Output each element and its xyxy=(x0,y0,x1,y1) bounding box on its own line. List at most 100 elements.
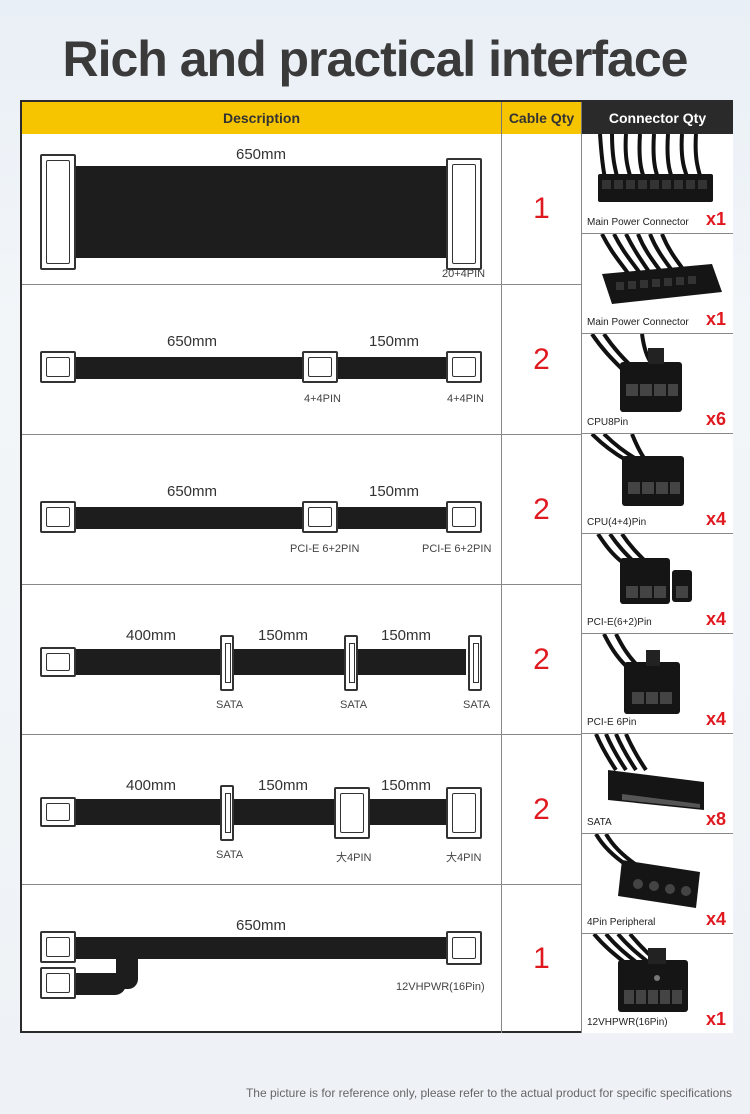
cable-diagram-cpu: 650mm 150mm 4+4PIN 4+4PIN xyxy=(22,285,502,434)
cable-body xyxy=(76,357,446,379)
connector-cell: Main Power Connector x1 xyxy=(582,234,733,334)
connector-8pin-left-icon xyxy=(40,967,76,999)
dimension-label: 400mm xyxy=(126,777,177,794)
connector-label: SATA xyxy=(340,699,368,711)
connector-name: 12VHPWR(16Pin) xyxy=(587,1017,668,1028)
connector-name: PCI-E 6Pin xyxy=(587,717,637,728)
dimension-label: 150mm xyxy=(258,777,309,794)
cable-body xyxy=(76,649,466,675)
table-row: 400mm 150mm 150mm SATA 大4PIN 大4PIN 2 xyxy=(22,734,582,884)
connector-6pin-left-icon xyxy=(40,797,76,827)
molex-connector-icon xyxy=(334,787,370,839)
dimension-label: 150mm xyxy=(381,627,432,644)
connector-qty: x8 xyxy=(705,809,726,829)
connector-cell: Main Power Connector x1 xyxy=(582,134,733,234)
sata-connector-icon xyxy=(220,635,234,691)
connector-qty: x4 xyxy=(705,909,726,929)
cpu-4-4pin-icon xyxy=(590,434,684,506)
cable-qty: 1 xyxy=(502,134,582,284)
sata-connector-icon xyxy=(594,734,704,810)
connector-cell: SATA x8 xyxy=(582,734,733,834)
dimension-label: 150mm xyxy=(369,483,420,500)
main-power-connector-icon xyxy=(600,234,722,304)
footer-disclaimer: The picture is for reference only, pleas… xyxy=(245,1086,732,1100)
dimension-label: 400mm xyxy=(126,627,177,644)
connector-8pin-left-icon xyxy=(40,501,76,533)
cable-diagram-12vhpwr: 650mm 12VHPWR(16Pin) xyxy=(22,885,502,1033)
connector-qty: x4 xyxy=(705,509,726,529)
cable-diagram-sata-molex: 400mm 150mm 150mm SATA 大4PIN 大4PIN xyxy=(22,735,502,884)
cable-qty: 2 xyxy=(502,435,582,584)
cable-merge xyxy=(116,945,138,989)
cable-body xyxy=(76,507,446,529)
12vhpwr-connector-icon xyxy=(592,934,688,1012)
sata-connector-icon xyxy=(344,635,358,691)
header-description: Description xyxy=(22,102,502,134)
connector-12vhpwr-icon xyxy=(446,931,482,965)
connector-name: 4Pin Peripheral xyxy=(587,917,656,928)
connector-name: CPU8Pin xyxy=(587,417,629,428)
cable-qty: 2 xyxy=(502,585,582,734)
table-row: 650mm 150mm PCI-E 6+2PIN PCI-E 6+2PIN 2 xyxy=(22,434,582,584)
cable-qty: 2 xyxy=(502,285,582,434)
connector-label: 20+4PIN xyxy=(442,268,486,280)
dimension-label: 150mm xyxy=(381,777,432,794)
table-row: 400mm 150mm 150mm SATA SATA SATA 2 xyxy=(22,584,582,734)
connector-qty: x6 xyxy=(705,409,726,429)
connector-8pin-left-icon xyxy=(40,351,76,383)
connector-label: SATA xyxy=(216,699,244,711)
connector-qty: x1 xyxy=(705,1009,726,1029)
connector-pcie-6-2pin-icon xyxy=(302,501,338,533)
page-title: Rich and practical interface xyxy=(62,31,688,87)
dimension-label: 150mm xyxy=(258,627,309,644)
connector-name: PCI-E(6+2)Pin xyxy=(587,617,652,628)
connector-name: SATA xyxy=(587,817,612,828)
connector-4-4pin-icon xyxy=(446,351,482,383)
connector-name: Main Power Connector xyxy=(587,317,689,328)
header-cable-qty: Cable Qty xyxy=(502,102,582,134)
connector-label: 大4PIN xyxy=(446,852,482,864)
connector-label: PCI-E 6+2PIN xyxy=(290,543,360,555)
molex-4pin-icon xyxy=(594,834,700,908)
table-row: 650mm 150mm 4+4PIN 4+4PIN 2 xyxy=(22,284,582,434)
connector-name: CPU(4+4)Pin xyxy=(587,517,647,528)
sata-connector-icon xyxy=(220,785,234,841)
main-power-connector-icon xyxy=(598,134,713,202)
connector-cell: 4Pin Peripheral x4 xyxy=(582,834,733,934)
connector-qty: x4 xyxy=(705,709,726,729)
connector-cell: PCI-E 6Pin x4 xyxy=(582,634,733,734)
connector-label: 大4PIN xyxy=(336,852,372,864)
sata-connector-icon xyxy=(468,635,482,691)
connector-label: 12VHPWR(16Pin) xyxy=(396,981,485,993)
pcie-6-2pin-icon xyxy=(596,534,692,604)
table-row: 650mm 12VHPWR(16Pin) 1 xyxy=(22,884,582,1033)
cable-branch xyxy=(76,973,126,995)
connector-label: SATA xyxy=(463,699,491,711)
connector-label: SATA xyxy=(216,849,244,861)
connector-qty: x4 xyxy=(705,609,726,629)
cable-diagram-24pin: 650mm 20+4PIN xyxy=(22,134,502,284)
connector-6pin-left-icon xyxy=(40,647,76,677)
cable-diagram-sata: 400mm 150mm 150mm SATA SATA SATA xyxy=(22,585,502,734)
dimension-label: 650mm xyxy=(236,917,287,934)
cable-body xyxy=(76,937,446,959)
cable-qty: 1 xyxy=(502,885,582,1033)
connector-cell: PCI-E(6+2)Pin x4 xyxy=(582,534,733,634)
dimension-label: 650mm xyxy=(236,146,287,163)
connector-label: PCI-E 6+2PIN xyxy=(422,543,492,555)
connector-cell: 12VHPWR(16Pin) x1 xyxy=(582,934,733,1033)
spec-table: Description Cable Qty Connector Qty 650m… xyxy=(20,100,733,1033)
molex-connector-icon xyxy=(446,787,482,839)
connector-name: Main Power Connector xyxy=(587,217,689,228)
cable-diagram-pcie: 650mm 150mm PCI-E 6+2PIN PCI-E 6+2PIN xyxy=(22,435,502,584)
cpu-8pin-icon xyxy=(590,334,682,412)
dimension-label: 650mm xyxy=(167,483,218,500)
cable-body xyxy=(76,166,446,258)
header-connector-qty: Connector Qty xyxy=(582,102,733,134)
connector-4-4pin-icon xyxy=(302,351,338,383)
connector-cell: CPU(4+4)Pin x4 xyxy=(582,434,733,534)
connector-pcie-6-2pin-icon xyxy=(446,501,482,533)
cable-body xyxy=(76,799,466,825)
connector-label: 4+4PIN xyxy=(304,393,341,405)
connector-cell: CPU8Pin x6 xyxy=(582,334,733,434)
